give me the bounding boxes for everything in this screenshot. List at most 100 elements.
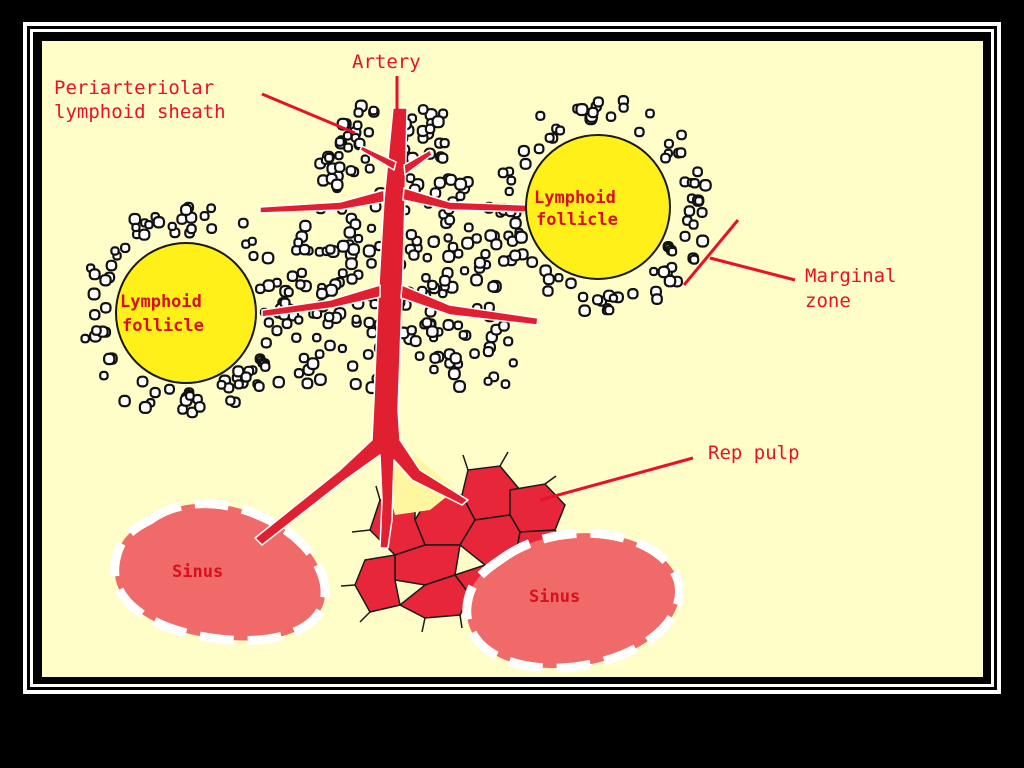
lymphocyte-cell <box>337 343 347 354</box>
lymphocyte-cell <box>696 234 710 248</box>
artery-trunk <box>254 107 469 549</box>
lymphocyte-cell <box>316 287 328 300</box>
artery-branch <box>261 284 381 318</box>
lymphocyte-cell <box>634 126 645 138</box>
lymphocyte-cell <box>667 246 678 257</box>
lymphocyte-cell <box>138 228 151 241</box>
lymphocyte-cell <box>362 349 374 360</box>
lymphocyte-cell <box>442 319 455 332</box>
lymphocyte-cell <box>480 248 491 260</box>
lymphocyte-cell <box>110 246 120 256</box>
lymphocyte-cell <box>689 254 700 265</box>
lymphocyte-cell <box>233 379 244 390</box>
lymphocyte-cell <box>298 352 310 364</box>
lymphocyte-cell <box>272 375 286 389</box>
lymphocyte-cell <box>118 394 131 408</box>
lymphocyte-cell <box>453 380 467 393</box>
lymphocyte-cell <box>627 288 639 300</box>
lymphocyte-cell <box>449 352 462 365</box>
red-pulp-cell <box>354 554 401 613</box>
lymphocyte-cell <box>688 219 699 230</box>
artery-twig <box>403 149 433 176</box>
lymphocyte-cell <box>454 177 468 191</box>
lymphocyte-cell <box>473 256 486 269</box>
lymphocyte-cell <box>618 102 629 113</box>
pals-label-1: Periarteriolar <box>54 77 214 99</box>
red-pulp-spikes <box>340 451 557 633</box>
lymphocyte-cell <box>458 330 469 340</box>
lymphocyte-cell <box>431 115 445 129</box>
follicle-right-label-2: follicle <box>536 210 618 230</box>
lymphocyte-cell <box>368 105 379 116</box>
lymphocyte-cell <box>483 376 493 386</box>
lymphocyte-cell <box>88 268 101 281</box>
lymphocyte-cell <box>199 211 210 222</box>
lymphocyte-cell <box>291 332 302 343</box>
lymphocyte-cell <box>255 283 266 295</box>
lymphocyte-cell <box>459 266 470 276</box>
lymphocyte-cell <box>324 339 336 352</box>
lymphocyte-cell <box>471 233 482 244</box>
lymphoid-follicle-left: Lymphoid follicle <box>115 242 257 384</box>
lymphocyte-cell <box>271 325 283 337</box>
lymphocyte-cell <box>306 357 320 371</box>
lymphocyte-cell <box>342 130 353 141</box>
lymphocyte-cell <box>679 230 691 242</box>
lymphocyte-cell <box>508 358 518 368</box>
lymphocyte-cell <box>260 361 271 372</box>
lymphocyte-cell <box>363 316 375 329</box>
lymphocyte-cell <box>470 273 484 287</box>
lymphocyte-cell <box>405 229 417 241</box>
lymphocyte-cell <box>605 111 617 122</box>
sinus-left-label: Sinus <box>172 562 223 582</box>
lymphocyte-cell <box>482 346 494 358</box>
lymphocyte-cell <box>293 368 305 379</box>
artery-branch <box>259 189 385 214</box>
lymphocyte-cell <box>427 279 438 291</box>
lymphocyte-cell <box>99 302 112 314</box>
lymphocyte-cell <box>102 352 116 366</box>
lymphocyte-cell <box>498 320 510 332</box>
lymphocyte-cell <box>455 191 466 202</box>
lymphocyte-cell <box>336 239 350 253</box>
lymphocyte-cell <box>575 102 589 117</box>
lymphocyte-cell <box>426 325 439 338</box>
lymphocyte-cell <box>105 259 118 272</box>
lymphocyte-cell <box>406 325 417 336</box>
lymphocyte-cell <box>314 349 325 359</box>
lymphocyte-cell <box>261 251 275 265</box>
lymphocyte-cell <box>453 320 464 331</box>
marginal-label-1: Marginal <box>805 265 897 287</box>
lymphocyte-cell <box>353 233 364 244</box>
lymphocyte-cell <box>591 294 604 306</box>
lymphocyte-cell <box>88 309 101 321</box>
lymphocyte-cell <box>206 223 218 235</box>
lymphocyte-cell <box>498 255 510 267</box>
lymphocyte-cell <box>526 256 539 268</box>
marginal-leader <box>709 256 796 282</box>
red-pulp-cell <box>509 483 566 533</box>
marginal-tick <box>682 219 740 286</box>
pals-label-2: lymphoid sheath <box>54 101 226 123</box>
lymphocyte-cell <box>343 226 357 239</box>
lymphocyte-cell <box>99 274 112 287</box>
lymphocyte-cell <box>542 285 554 297</box>
lymphocyte-cell <box>514 230 528 244</box>
lymphocyte-cell <box>248 250 259 262</box>
lymphocyte-cell <box>500 379 511 389</box>
lymphocyte-cell <box>360 154 371 164</box>
lymphocyte-cell <box>487 280 500 293</box>
lymphocyte-cell <box>429 352 441 364</box>
lymphocyte-cell <box>167 221 177 232</box>
lymphocyte-cell <box>206 203 216 214</box>
lymphocyte-cell <box>405 173 416 184</box>
lymphocyte-cell <box>663 138 675 149</box>
lymphocyte-cell <box>509 249 522 262</box>
leader-lines <box>261 76 796 502</box>
lymphocyte-cell <box>299 219 312 233</box>
lymphocyte-cell <box>138 400 152 414</box>
lymphocyte-cell <box>186 223 197 235</box>
lymphocyte-cell <box>503 336 514 347</box>
lymphocyte-cell <box>421 317 433 329</box>
lymphocyte-cell <box>352 120 363 131</box>
